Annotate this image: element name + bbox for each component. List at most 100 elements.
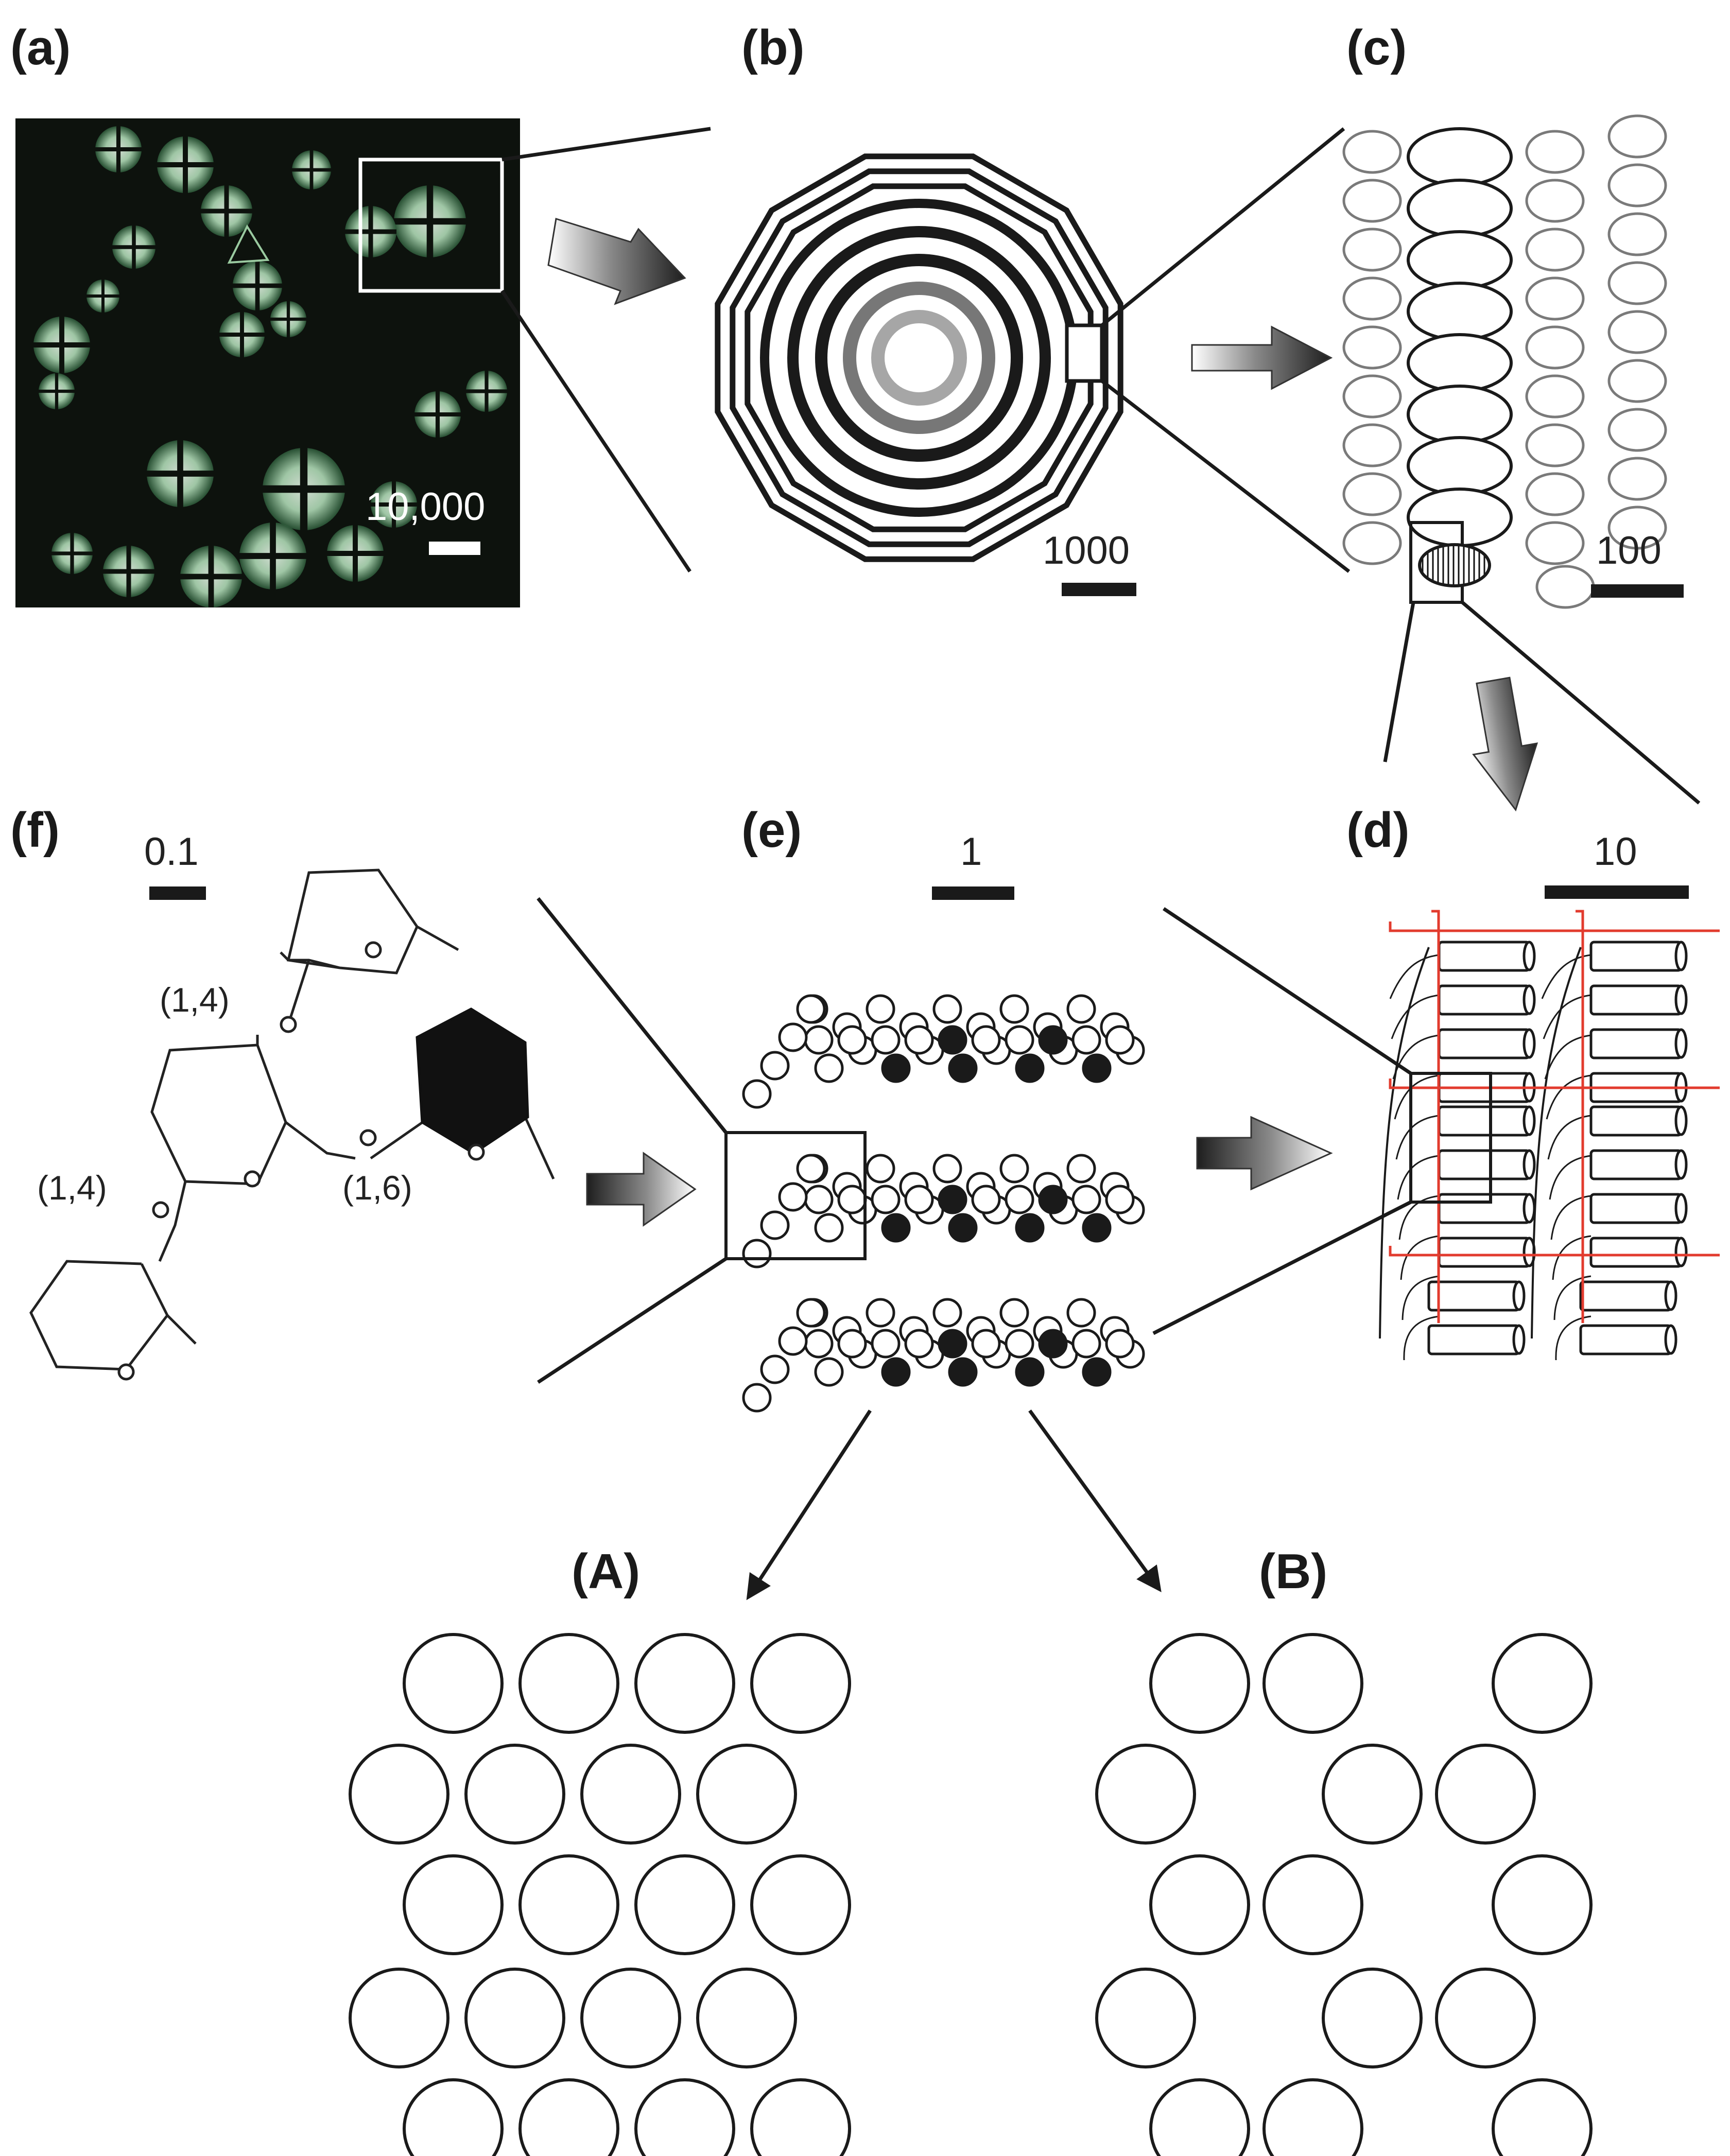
helix-bead-light [999, 1298, 1029, 1328]
black-blocklet [1407, 230, 1513, 290]
grey-blocklet [1342, 130, 1402, 174]
lamella-cylinder [1438, 1028, 1531, 1059]
side-chain [1394, 1074, 1440, 1120]
a-type-packing [349, 1633, 851, 2156]
lamella-cylinder [1589, 984, 1683, 1016]
helix-bead-dark [881, 1053, 911, 1083]
crystalline-lamellae [1379, 941, 1688, 1361]
grey-blocklet [1342, 276, 1402, 321]
helix-bead-light [837, 1329, 867, 1359]
a-type-helix [750, 1854, 851, 1955]
scale-bar-a [429, 542, 480, 555]
panel-label-b: (b) [741, 20, 805, 75]
grey-blocklet [1342, 325, 1402, 370]
a-type-helix [349, 1744, 449, 1845]
helix-bead-light [1005, 1025, 1034, 1055]
lamella-cap [1674, 1149, 1688, 1180]
helix-bead-light [796, 1298, 826, 1328]
arrow-a-to-b [547, 218, 686, 305]
a-type-helix [518, 1633, 619, 1734]
black-blocklet [1407, 282, 1513, 341]
lamella-cap [1674, 941, 1688, 971]
b-type-helix [1435, 1744, 1536, 1845]
helix-bead-light [1071, 1025, 1101, 1055]
link-label-top: (1,4) [160, 981, 230, 1019]
zoom-line-c-left [1383, 602, 1415, 762]
lamella-cylinder [1438, 941, 1531, 972]
helix-bead-light [804, 1185, 834, 1214]
grey-blocklet [1342, 521, 1402, 565]
hatched-blocklet [1418, 543, 1491, 587]
panel-label-B: (B) [1259, 1544, 1327, 1599]
a-type-helix [518, 2078, 619, 2156]
panel-label-A: (A) [572, 1544, 640, 1599]
side-chain [1391, 994, 1440, 1039]
lamella-cap [1512, 1324, 1526, 1355]
outer-polygon-ring [715, 153, 1123, 562]
arrow-c-to-d [1472, 676, 1538, 812]
panel-label-e: (e) [741, 803, 802, 858]
black-blocklet [1407, 127, 1513, 187]
side-chain [1541, 954, 1591, 999]
helix-bead-light [1071, 1185, 1101, 1214]
a-type-helix [634, 1633, 735, 1734]
helix-bead-light [904, 1185, 934, 1214]
a-type-helix [580, 1744, 681, 1845]
zoom-line-e-bottom [537, 1257, 727, 1384]
helix-bead-dark [1082, 1053, 1112, 1083]
helix-bead-dark [948, 1357, 978, 1387]
helix-bead-dark [938, 1185, 967, 1214]
scale-bar-e [932, 886, 1014, 900]
lamella-cylinder [1579, 1280, 1672, 1312]
helix-bead-light [1066, 994, 1096, 1024]
link-label-left: (1,4) [37, 1169, 107, 1207]
grey-blocklet [1607, 212, 1667, 256]
a-type-helix [750, 1633, 851, 1734]
a-type-helix [634, 1854, 735, 1955]
side-chain [1543, 994, 1591, 1039]
helix-bead-light [1066, 1298, 1096, 1328]
helix-bead-light [866, 994, 895, 1024]
lamella-cap [1674, 1028, 1688, 1059]
growth-ring [760, 199, 1078, 517]
lamella-cylinder [1438, 1105, 1531, 1137]
outer-polygon-ring [730, 168, 1109, 547]
grey-blocklet [1607, 408, 1667, 452]
helix-bead-light [804, 1329, 834, 1359]
helix-bead-light [999, 1154, 1029, 1184]
lamella-cap [1523, 1028, 1536, 1059]
lamella-cylinder [1589, 1149, 1683, 1180]
a-type-helix [518, 1854, 619, 1955]
lamella-cap [1674, 1237, 1688, 1267]
b-type-helix [1149, 1854, 1250, 1955]
helix-bead-light [778, 1022, 808, 1052]
zoom-line-e-top [537, 897, 728, 1134]
growth-rings [715, 153, 1123, 562]
side-chain [1544, 1034, 1591, 1080]
scale-bar-c [1591, 584, 1684, 598]
helix-bead-light [1105, 1185, 1135, 1214]
b-type-helix [1322, 1744, 1423, 1845]
helix-bead-light [742, 1239, 772, 1268]
grey-blocklet [1525, 374, 1585, 419]
scale-label-d: 10 [1594, 830, 1637, 874]
b-type-helix [1492, 1854, 1593, 1955]
a-type-helix [403, 1854, 504, 1955]
panel-label-c: (c) [1346, 20, 1407, 75]
arrow-e-to-f [586, 1152, 697, 1227]
helix-bead-dark [1015, 1357, 1045, 1387]
helix-bead-light [866, 1298, 895, 1328]
zoom-line-c-right [1461, 601, 1701, 805]
side-chain [1397, 1155, 1440, 1200]
lamella-cap [1674, 984, 1688, 1015]
helix-bead-dark [881, 1213, 911, 1243]
zoom-box-a [358, 158, 504, 293]
grey-blocklet [1525, 130, 1585, 174]
helix-bead-light [742, 1383, 772, 1413]
lamella-cylinder [1589, 1028, 1683, 1059]
side-chain [1392, 1034, 1440, 1080]
b-type-helix [1149, 1633, 1250, 1734]
helix-bead-light [932, 1154, 962, 1184]
side-chain [1553, 1275, 1591, 1320]
helix-bead-light [1105, 1329, 1135, 1359]
